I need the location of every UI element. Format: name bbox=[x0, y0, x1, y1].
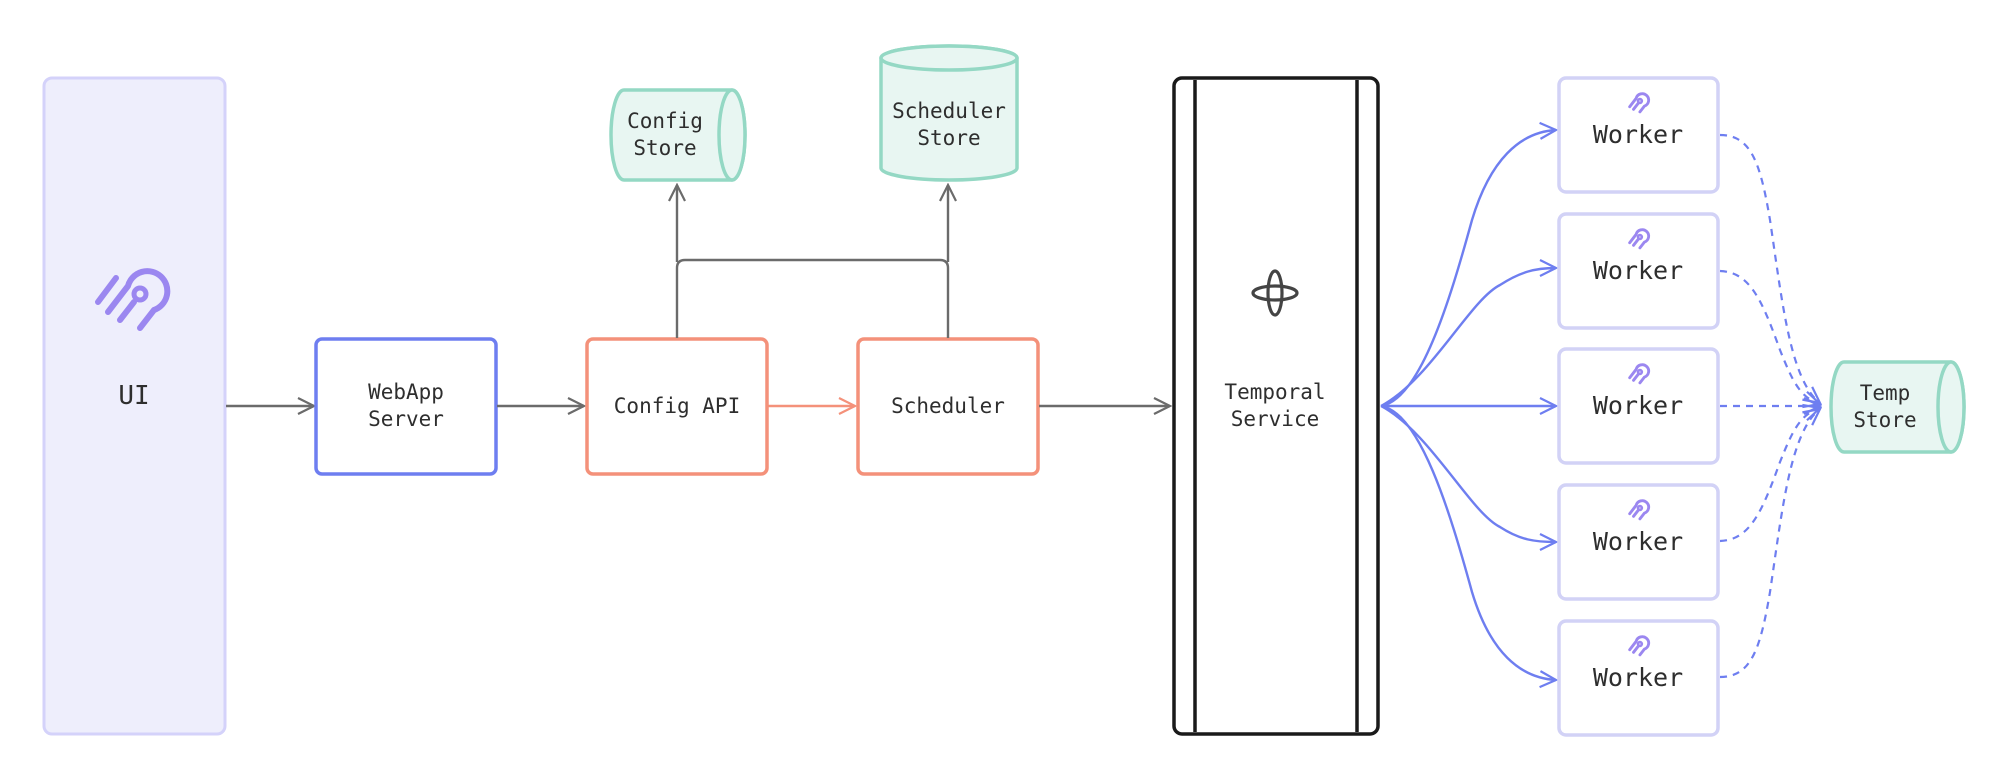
scheduler-store-label-line1: Scheduler bbox=[892, 99, 1006, 123]
scheduler-store-cylinder-cap bbox=[879, 44, 1019, 72]
temp-store-label-line1: Temp bbox=[1860, 381, 1911, 405]
airbyte-logo-icon bbox=[1628, 228, 1651, 250]
worker-label: Worker bbox=[1593, 391, 1683, 420]
worker-node-3[interactable]: Worker bbox=[1557, 347, 1720, 465]
webapp-server-label-line2: Server bbox=[368, 407, 444, 431]
arrow-temporal-to-worker-2 bbox=[1380, 268, 1556, 408]
worker-node-4[interactable]: Worker bbox=[1557, 483, 1720, 601]
temporal-service-label-line2: Service bbox=[1231, 407, 1320, 431]
temporal-service-node[interactable]: Temporal Service bbox=[1172, 76, 1380, 736]
airbyte-logo-icon bbox=[1628, 363, 1651, 385]
config-api-label: Config API bbox=[614, 394, 740, 418]
ui-panel bbox=[42, 76, 227, 736]
worker-node-2[interactable]: Worker bbox=[1557, 212, 1720, 330]
dashed-arrow-worker-5-to-temp-store bbox=[1719, 409, 1820, 679]
temp-store-cylinder-cap bbox=[1936, 360, 1966, 454]
worker-label: Worker bbox=[1593, 256, 1683, 285]
airbyte-logo-icon bbox=[1628, 92, 1651, 114]
config-api-box bbox=[585, 337, 769, 476]
temp-store-label-line2: Store bbox=[1853, 408, 1916, 432]
temp-store-node[interactable]: Temp Store bbox=[1829, 360, 1966, 454]
dashed-arrow-worker-2-to-temp-store bbox=[1719, 269, 1820, 404]
connector-config-api-scheduler bbox=[675, 258, 950, 338]
ui-label: UI bbox=[118, 381, 149, 411]
airbyte-logo-icon bbox=[1628, 499, 1651, 521]
store-connectors bbox=[677, 185, 948, 338]
worker-box bbox=[1557, 347, 1720, 465]
worker-label: Worker bbox=[1593, 527, 1683, 556]
webapp-server-node[interactable]: WebApp Server bbox=[314, 337, 498, 476]
worker-label: Worker bbox=[1593, 663, 1683, 692]
config-api-node[interactable]: Config API bbox=[585, 337, 769, 476]
worker-box bbox=[1557, 76, 1720, 194]
worker-label: Worker bbox=[1593, 120, 1683, 149]
airbyte-logo-icon bbox=[95, 268, 171, 331]
arrow-temporal-to-worker-5 bbox=[1380, 404, 1556, 680]
temporal-service-box bbox=[1172, 76, 1380, 736]
worker-box bbox=[1557, 619, 1720, 737]
scheduler-store-label-line2: Store bbox=[917, 126, 980, 150]
airbyte-logo-icon bbox=[1628, 635, 1651, 657]
scheduler-label: Scheduler bbox=[891, 394, 1005, 418]
temporal-icon bbox=[1251, 269, 1299, 317]
worker-node-1[interactable]: Worker bbox=[1557, 76, 1720, 194]
arrow-temporal-to-worker-1 bbox=[1380, 130, 1556, 408]
worker-node-5[interactable]: Worker bbox=[1557, 619, 1720, 737]
scheduler-box bbox=[856, 337, 1040, 476]
scheduler-store-node[interactable]: Scheduler Store bbox=[879, 44, 1019, 182]
config-store-node[interactable]: Config Store bbox=[609, 88, 747, 182]
temporal-service-label-line1: Temporal bbox=[1224, 380, 1325, 404]
scheduler-node[interactable]: Scheduler bbox=[856, 337, 1040, 476]
ui-node[interactable]: UI bbox=[42, 76, 227, 736]
webapp-server-box bbox=[314, 337, 498, 476]
workers-to-temp-store-arrows bbox=[1719, 133, 1820, 679]
dashed-arrow-worker-4-to-temp-store bbox=[1719, 408, 1820, 543]
worker-box bbox=[1557, 212, 1720, 330]
config-store-label-line1: Config bbox=[627, 109, 703, 133]
worker-box bbox=[1557, 483, 1720, 601]
arrow-temporal-to-worker-4 bbox=[1380, 404, 1556, 542]
config-store-cylinder-cap bbox=[717, 88, 747, 182]
temporal-to-workers-arrows bbox=[1380, 130, 1556, 680]
webapp-server-label-line1: WebApp bbox=[368, 380, 444, 404]
config-store-label-line2: Store bbox=[633, 136, 696, 160]
dashed-arrow-worker-1-to-temp-store bbox=[1719, 133, 1820, 403]
